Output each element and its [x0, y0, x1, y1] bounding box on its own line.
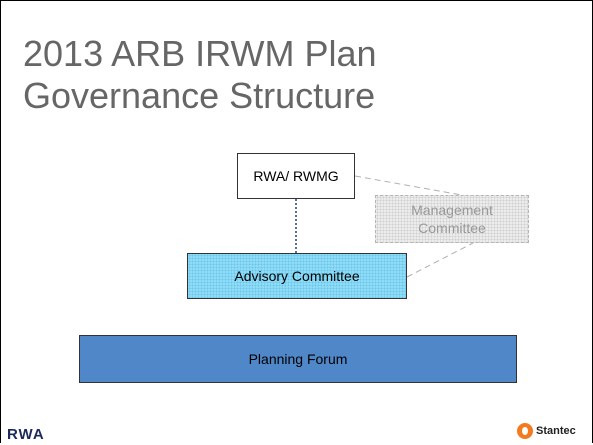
stantec-logo: Stantec	[517, 423, 576, 439]
rwa-logo: RWA	[7, 426, 45, 443]
management-committee-box: Management Committee	[375, 195, 529, 243]
planning-forum-box: Planning Forum	[79, 335, 517, 383]
stantec-logo-text: Stantec	[536, 425, 576, 437]
management-committee-line-1: Management	[411, 202, 493, 218]
management-committee-line-2: Committee	[418, 220, 486, 236]
slide-title: 2013 ARB IRWM Plan Governance Structure	[23, 33, 377, 117]
slide-title-line-2: Governance Structure	[23, 75, 376, 116]
stantec-logo-icon	[517, 423, 533, 439]
advisory-committee-box: Advisory Committee	[187, 253, 407, 299]
slide-title-line-1: 2013 ARB IRWM Plan	[23, 33, 377, 74]
advisory-committee-label: Advisory Committee	[234, 268, 360, 284]
planning-forum-label: Planning Forum	[248, 351, 348, 367]
rwa-rwmg-box: RWA/ RWMG	[237, 153, 355, 199]
rwa-rwmg-label: RWA/ RWMG	[253, 168, 339, 184]
advisory-to-management-connector	[406, 242, 474, 278]
management-committee-label: Management Committee	[411, 201, 493, 237]
